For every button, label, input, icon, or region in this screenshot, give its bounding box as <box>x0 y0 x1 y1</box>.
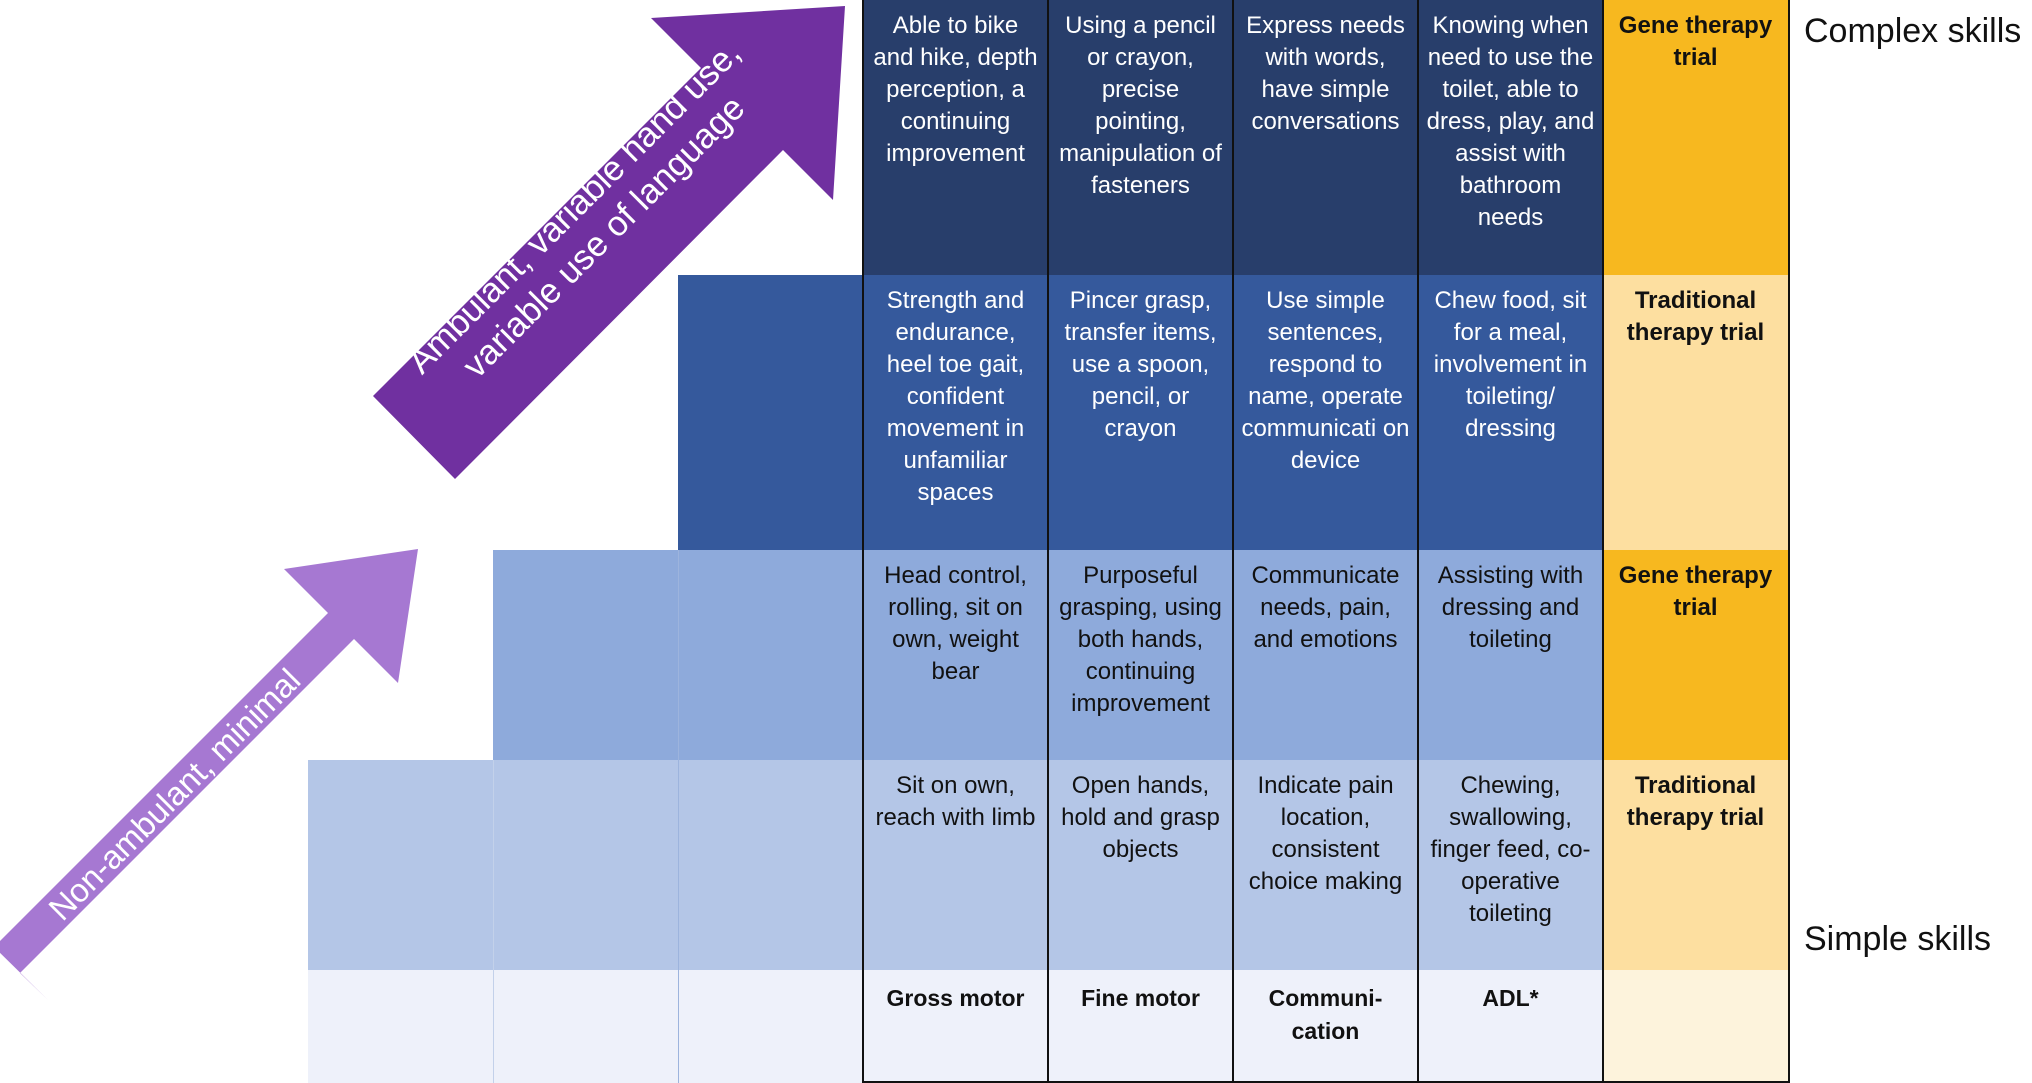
skill-cell: Use simple sentences, respond to name, o… <box>1241 287 1410 474</box>
skill-cell: Able to bike and hike, depth perception,… <box>873 12 1038 167</box>
trial-label: Gene therapy trial <box>1618 562 1773 621</box>
column-label-gross-motor: Gross motor <box>886 985 1025 1011</box>
label-row-background <box>308 970 1603 1083</box>
skill-cell: Knowing when need to use the toilet, abl… <box>1426 12 1595 231</box>
skill-cell: Purposeful grasping, using both hands, c… <box>1059 562 1222 717</box>
skill-cell: Assisting with dressing and toileting <box>1437 562 1584 653</box>
tier-2-background <box>678 275 1603 550</box>
simple-skills-label: Simple skills <box>1804 920 1992 958</box>
lower-arrow <box>0 549 418 1000</box>
skill-cell: Open hands, hold and grasp objects <box>1061 772 1220 863</box>
skill-cell: Communicate needs, pain, and emotions <box>1251 562 1400 653</box>
grid-line <box>1047 0 1049 1083</box>
skill-cell: Chewing, swallowing, finger feed, co-ope… <box>1430 772 1591 927</box>
trial-label: Traditional therapy trial <box>1626 287 1765 346</box>
grid-line <box>1417 0 1419 1083</box>
column-label-fine-motor: Fine motor <box>1081 985 1200 1011</box>
grid-line <box>1788 0 1790 1083</box>
tier-4-background <box>308 760 1603 970</box>
trial-bg-1 <box>1603 0 1788 275</box>
trial-label: Traditional therapy trial <box>1626 772 1765 831</box>
trial-label: Gene therapy trial <box>1618 12 1773 71</box>
trial-bg-2 <box>1603 275 1788 550</box>
skill-cell: Chew food, sit for a meal, involvement i… <box>1433 287 1588 442</box>
skill-cell: Using a pencil or crayon, precise pointi… <box>1059 12 1222 199</box>
trial-bg-3 <box>1603 550 1788 760</box>
grid-line <box>1232 0 1234 1083</box>
skill-cell: Sit on own, reach with limb <box>875 772 1036 831</box>
skill-cell: Head control, rolling, sit on own, weigh… <box>884 562 1027 685</box>
trial-bg-label <box>1603 970 1788 1083</box>
upper-arrow <box>373 6 845 479</box>
skill-cell: Pincer grasp, transfer items, use a spoo… <box>1064 287 1217 442</box>
skill-cell: Express needs with words, have simple co… <box>1246 12 1405 135</box>
skill-cell: Indicate pain location, consistent choic… <box>1248 772 1403 895</box>
grid-line <box>1602 0 1604 1083</box>
step-divider <box>678 550 679 1083</box>
complex-skills-label: Complex skills <box>1804 12 2022 50</box>
skill-cell: Strength and endurance, heel toe gait, c… <box>886 287 1025 506</box>
column-label-communication: Communi- cation <box>1268 985 1383 1044</box>
trial-bg-4 <box>1603 760 1788 970</box>
step-divider <box>493 760 494 1083</box>
grid-line <box>862 0 864 1083</box>
grid-line <box>862 1081 1790 1083</box>
column-label-adl: ADL* <box>1482 985 1539 1011</box>
